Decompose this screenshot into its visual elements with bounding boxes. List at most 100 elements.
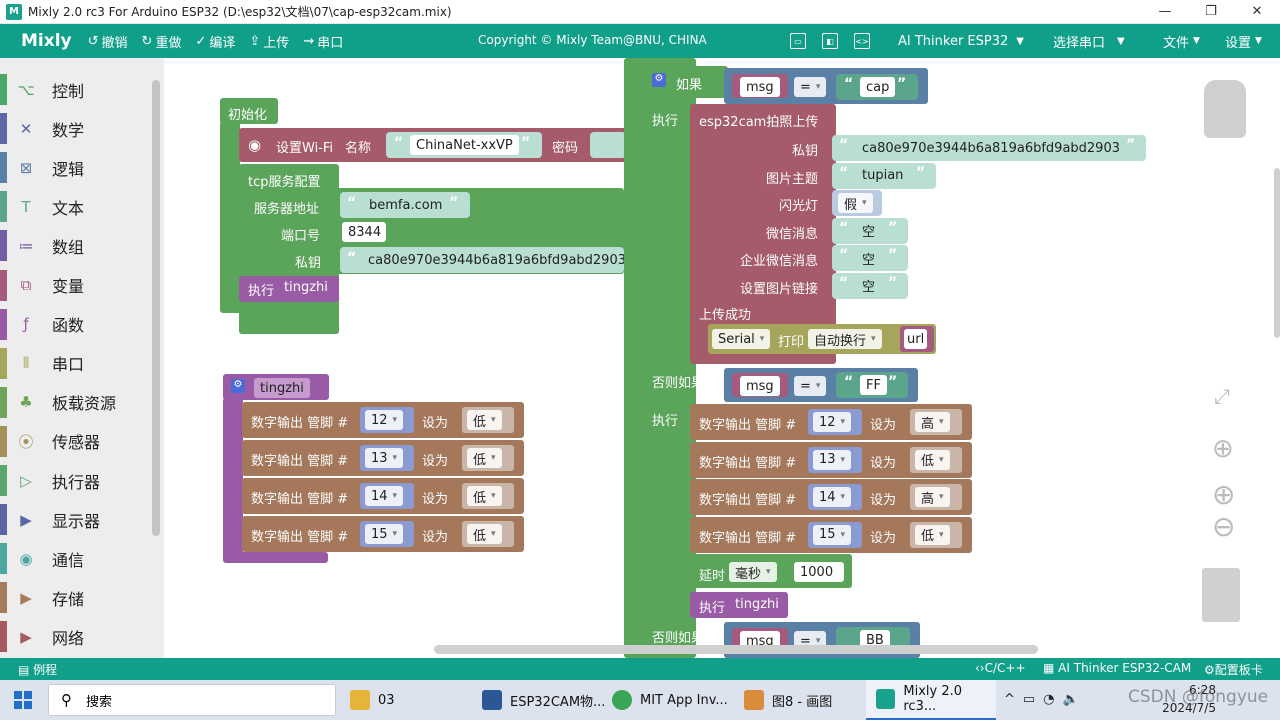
sidebar-item-14[interactable]: ▶网络	[0, 617, 150, 656]
init-block-header[interactable]	[220, 98, 278, 124]
topic-input[interactable]	[832, 162, 936, 189]
sidebar-item-7[interactable]: ⫴串口	[0, 344, 150, 383]
image-link-field[interactable]: 空	[862, 280, 876, 295]
pin-select[interactable]: 14	[365, 486, 404, 506]
pin-select[interactable]: 13	[365, 448, 404, 468]
sidebar-item-5[interactable]: ⧉变量	[0, 266, 150, 305]
image-link-input[interactable]	[832, 272, 908, 299]
work-wechat-msg-field[interactable]: 空	[862, 252, 876, 268]
windows-start-icon[interactable]	[14, 691, 32, 709]
layout-split-button[interactable]: ◧	[822, 24, 838, 58]
undo-button[interactable]: ↺撤销	[87, 33, 128, 51]
exec-call-block[interactable]	[690, 592, 788, 618]
ff-field[interactable]: FF	[860, 375, 887, 395]
language-indicator[interactable]: ‹›C/C++	[975, 661, 1026, 675]
newline-select[interactable]: 自动换行	[808, 329, 882, 349]
ms-select[interactable]: 毫秒	[729, 562, 777, 582]
eq-select[interactable]: =	[794, 376, 827, 396]
board-select[interactable]: AI Thinker ESP32▼	[898, 33, 1024, 49]
taskbar-item-word[interactable]: ESP32CAM物...	[482, 680, 605, 720]
exec-call-block[interactable]	[239, 276, 339, 302]
sidebar-item-11[interactable]: ▶显示器	[0, 500, 150, 539]
msg-var[interactable]: msg	[740, 376, 780, 396]
server-field[interactable]: bemfa.com	[369, 197, 443, 213]
sidebar-item-12[interactable]: ◉通信	[0, 539, 150, 578]
wifi-pwd-string[interactable]	[590, 132, 626, 158]
work-wechat-msg-input[interactable]	[832, 245, 908, 271]
minimize-button[interactable]: —	[1158, 4, 1172, 19]
settings-menu[interactable]: 设置▼	[1225, 35, 1262, 51]
sidebar-item-1[interactable]: ✕数学	[0, 109, 150, 148]
redo-button[interactable]: ↻重做	[141, 33, 182, 51]
examples-button[interactable]: ▤ 例程	[18, 663, 58, 677]
level-select[interactable]: 低	[915, 524, 950, 545]
taskbar-item-paint[interactable]: 图8 - 画图	[744, 680, 832, 720]
wechat-msg-input[interactable]	[832, 217, 908, 244]
close-button[interactable]: ✕	[1251, 4, 1263, 19]
fullscreen-icon[interactable]: ⤢	[1214, 384, 1230, 408]
sidebar-item-2[interactable]: ⊠逻辑	[0, 148, 150, 187]
cam-key-field[interactable]: ca80e970e3944b6a819a6bfd9abd2903	[862, 140, 1120, 156]
serial-button[interactable]: ⇝串口	[303, 33, 344, 51]
trash-icon[interactable]	[1202, 568, 1240, 622]
procedure-name-field[interactable]: tingzhi	[254, 378, 310, 398]
cap-field[interactable]: cap	[860, 77, 896, 97]
config-board-button[interactable]: ⚙配置板卡	[1204, 663, 1263, 677]
key-string[interactable]	[340, 247, 624, 273]
pin-select[interactable]: 13	[813, 449, 852, 470]
taskbar-item-folder[interactable]: 03	[350, 680, 395, 720]
sidebar-item-13[interactable]: ▶存储	[0, 578, 150, 617]
serial-select[interactable]: Serial	[712, 329, 771, 349]
wechat-msg-field[interactable]: 空	[862, 225, 876, 240]
taskbar-item-browser[interactable]: MIT App Inv...	[612, 680, 728, 720]
pin-select[interactable]: 12	[365, 410, 404, 430]
delay-field[interactable]: 1000	[794, 562, 844, 582]
sidebar-item-0[interactable]: ⌥控制	[0, 70, 150, 109]
board-indicator[interactable]: ▦ AI Thinker ESP32-CAM	[1043, 661, 1192, 675]
pin-select[interactable]: 15	[365, 524, 404, 544]
server-string[interactable]	[340, 192, 470, 218]
wifi-name-field[interactable]: ChinaNet-xxVP	[410, 135, 519, 155]
procedure-foot[interactable]	[223, 552, 328, 563]
loop-block[interactable]	[624, 58, 696, 658]
key-field[interactable]: ca80e970e3944b6a819a6bfd9abd2903	[368, 252, 626, 268]
port-field[interactable]: 8344	[342, 222, 386, 242]
level-select[interactable]: 低	[467, 486, 502, 506]
recenter-icon[interactable]: ⊕	[1212, 434, 1234, 464]
sidebar-scrollbar[interactable]	[152, 80, 160, 536]
workspace-hscrollbar[interactable]	[434, 645, 1038, 654]
file-menu[interactable]: 文件▼	[1163, 35, 1200, 51]
sidebar-item-8[interactable]: ♣板载资源	[0, 383, 150, 422]
upload-button[interactable]: ⇪上传	[249, 33, 290, 51]
taskbar-search[interactable]: ⚲ 搜索	[48, 684, 336, 716]
flash-field[interactable]: 假	[838, 193, 873, 213]
sidebar-item-4[interactable]: ≔数组	[0, 226, 150, 265]
backpack-icon[interactable]	[1204, 80, 1246, 138]
url-var[interactable]: url	[904, 329, 928, 349]
zoom-out-icon[interactable]: ⊖	[1212, 510, 1236, 543]
init-block-body[interactable]	[220, 122, 240, 312]
level-select[interactable]: 低	[467, 410, 502, 430]
compile-button[interactable]: ✓编译	[195, 33, 236, 51]
sidebar-item-10[interactable]: ▷执行器	[0, 461, 150, 500]
layout-blocks-button[interactable]: <>	[854, 24, 870, 58]
workspace-vscrollbar[interactable]	[1274, 168, 1280, 338]
port-select[interactable]: 选择串口▼	[1053, 35, 1125, 51]
level-select[interactable]: 高	[915, 487, 950, 507]
level-select[interactable]: 低	[915, 449, 950, 470]
pin-select[interactable]: 14	[813, 487, 852, 507]
procedure-body[interactable]	[223, 398, 243, 558]
layout-code-button[interactable]: ▭	[790, 24, 806, 58]
zoom-in-icon[interactable]: ⊕	[1212, 478, 1236, 511]
level-select[interactable]: 低	[467, 524, 502, 544]
tcp-block[interactable]	[239, 164, 339, 334]
level-select[interactable]: 高	[915, 412, 950, 432]
blockly-workspace[interactable]: 初始化 ◉ 设置Wi-Fi 名称 “ ChinaNet-xxVP ” 密码 tc…	[164, 58, 1280, 658]
taskbar-item-mixly[interactable]: Mixly 2.0 rc3...	[866, 680, 996, 720]
sidebar-item-9[interactable]: ⦿传感器	[0, 422, 150, 461]
msg-var[interactable]: msg	[740, 77, 780, 97]
maximize-button[interactable]: ❐	[1205, 4, 1217, 19]
topic-field[interactable]: tupian	[862, 168, 904, 183]
